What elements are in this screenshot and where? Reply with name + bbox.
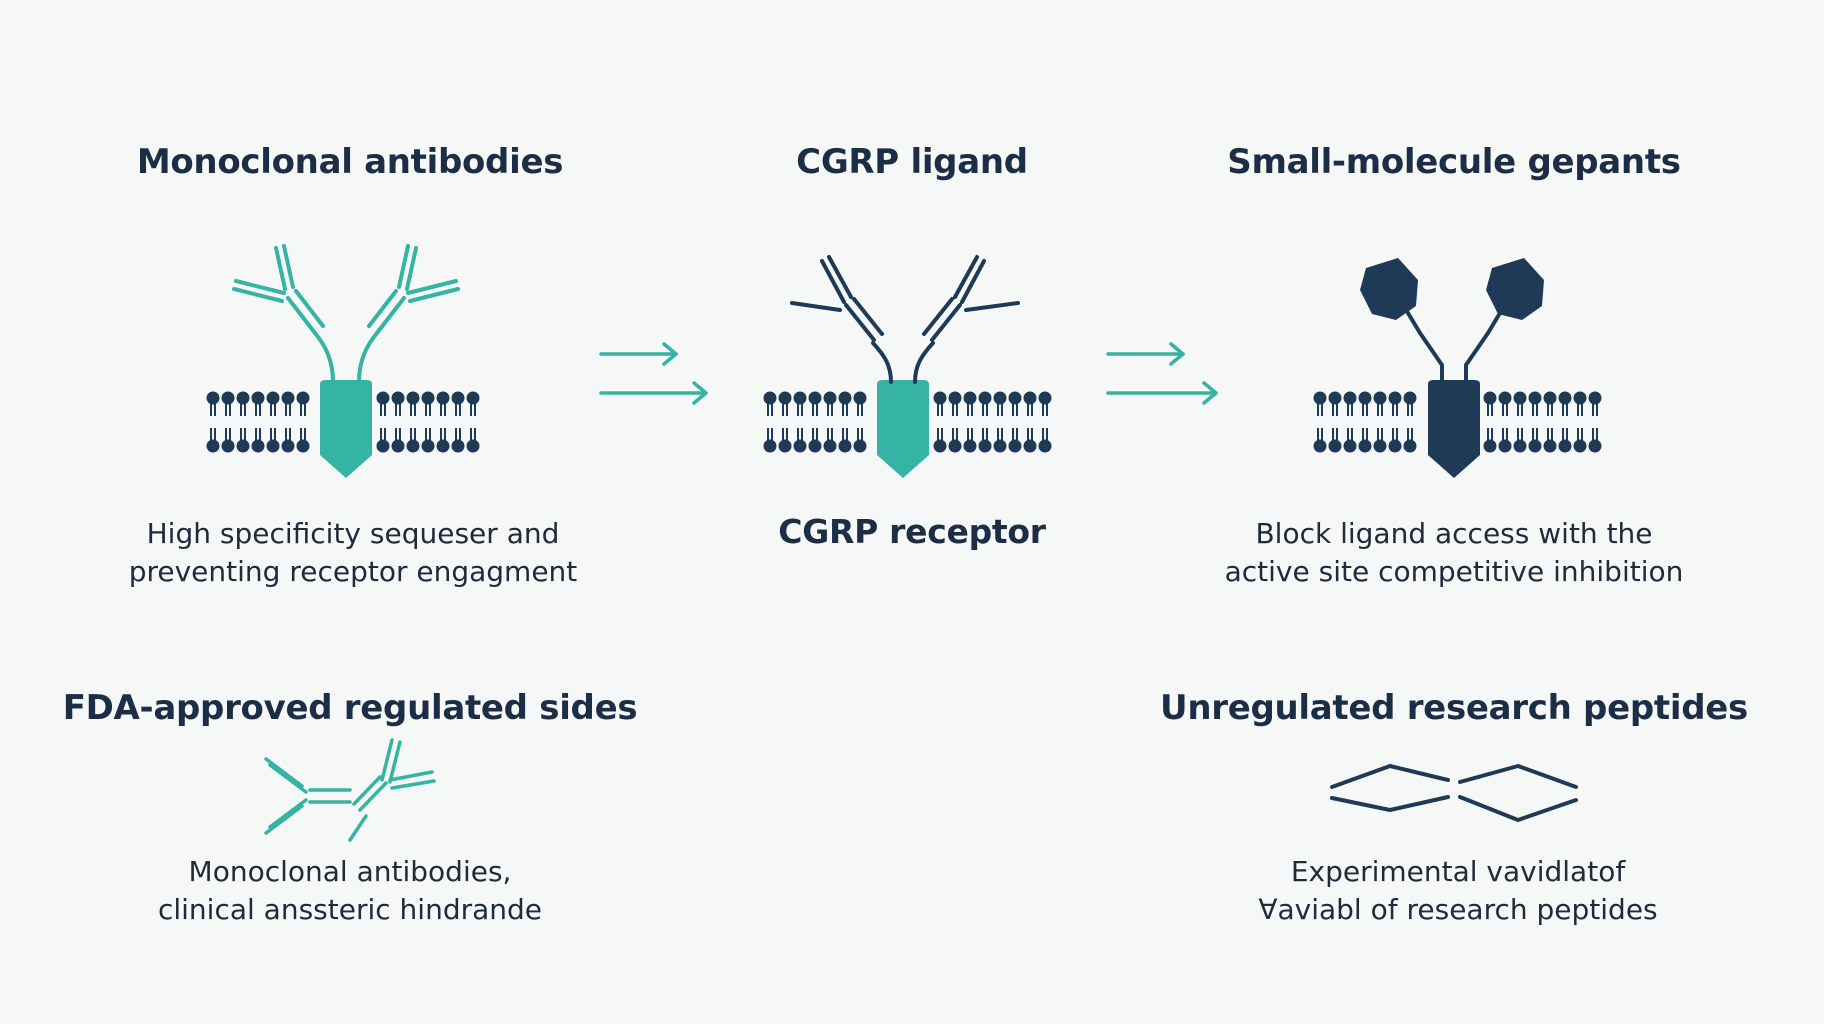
panel-title-cgrp-ligand: CGRP ligand [796, 142, 1028, 182]
ligand-shape [790, 255, 1020, 384]
gepant-shape [1406, 311, 1502, 384]
peptide-icon [1330, 764, 1578, 822]
desc-line: Block ligand access with the [1255, 517, 1653, 550]
receptor-body [1428, 380, 1480, 478]
arrow-icon [1106, 342, 1218, 405]
antibody-icon [264, 738, 436, 842]
arrow-icon [599, 342, 708, 405]
antibody-shape [232, 244, 460, 384]
ligand-receptor-icon [763, 255, 1052, 478]
desc-line: High specificity sequeser and [146, 517, 560, 550]
receptor-body [320, 380, 372, 478]
desc-line: preventing receptor engagment [128, 555, 578, 588]
desc-line: ∀aviabl of research peptides [1258, 893, 1658, 926]
gepant-molecule-right [1486, 258, 1544, 320]
desc-line: active site competitive inhibition [1224, 555, 1684, 588]
gepant-receptor-icon [1313, 258, 1602, 478]
receptor-label: CGRP receptor [778, 512, 1046, 551]
panel-desc-gepants: Block ligand access with the active site… [1104, 515, 1804, 591]
receptor-body [877, 380, 929, 478]
gepant-molecule-left [1360, 258, 1418, 320]
section-desc-fda: Monoclonal antibodies, clinical anssteri… [0, 853, 700, 929]
panel-desc-monoclonal: High specificity sequeser and preventing… [3, 515, 703, 591]
desc-line: Monoclonal antibodies, [188, 855, 512, 888]
desc-line: Experimental vavidlatof [1290, 855, 1626, 888]
section-desc-peptides: Experimental vavidlatof ∀aviabl of resea… [1108, 853, 1808, 929]
panel-title-gepants: Small-molecule gepants [1227, 142, 1681, 182]
panel-title-monoclonal: Monoclonal antibodies [136, 142, 564, 182]
antibody-receptor-icon [206, 244, 480, 478]
section-title-peptides: Unregulated research peptides [1160, 688, 1748, 728]
desc-line: clinical anssteric hindrande [157, 893, 543, 926]
section-title-fda: FDA-approved regulated sides [62, 688, 638, 728]
